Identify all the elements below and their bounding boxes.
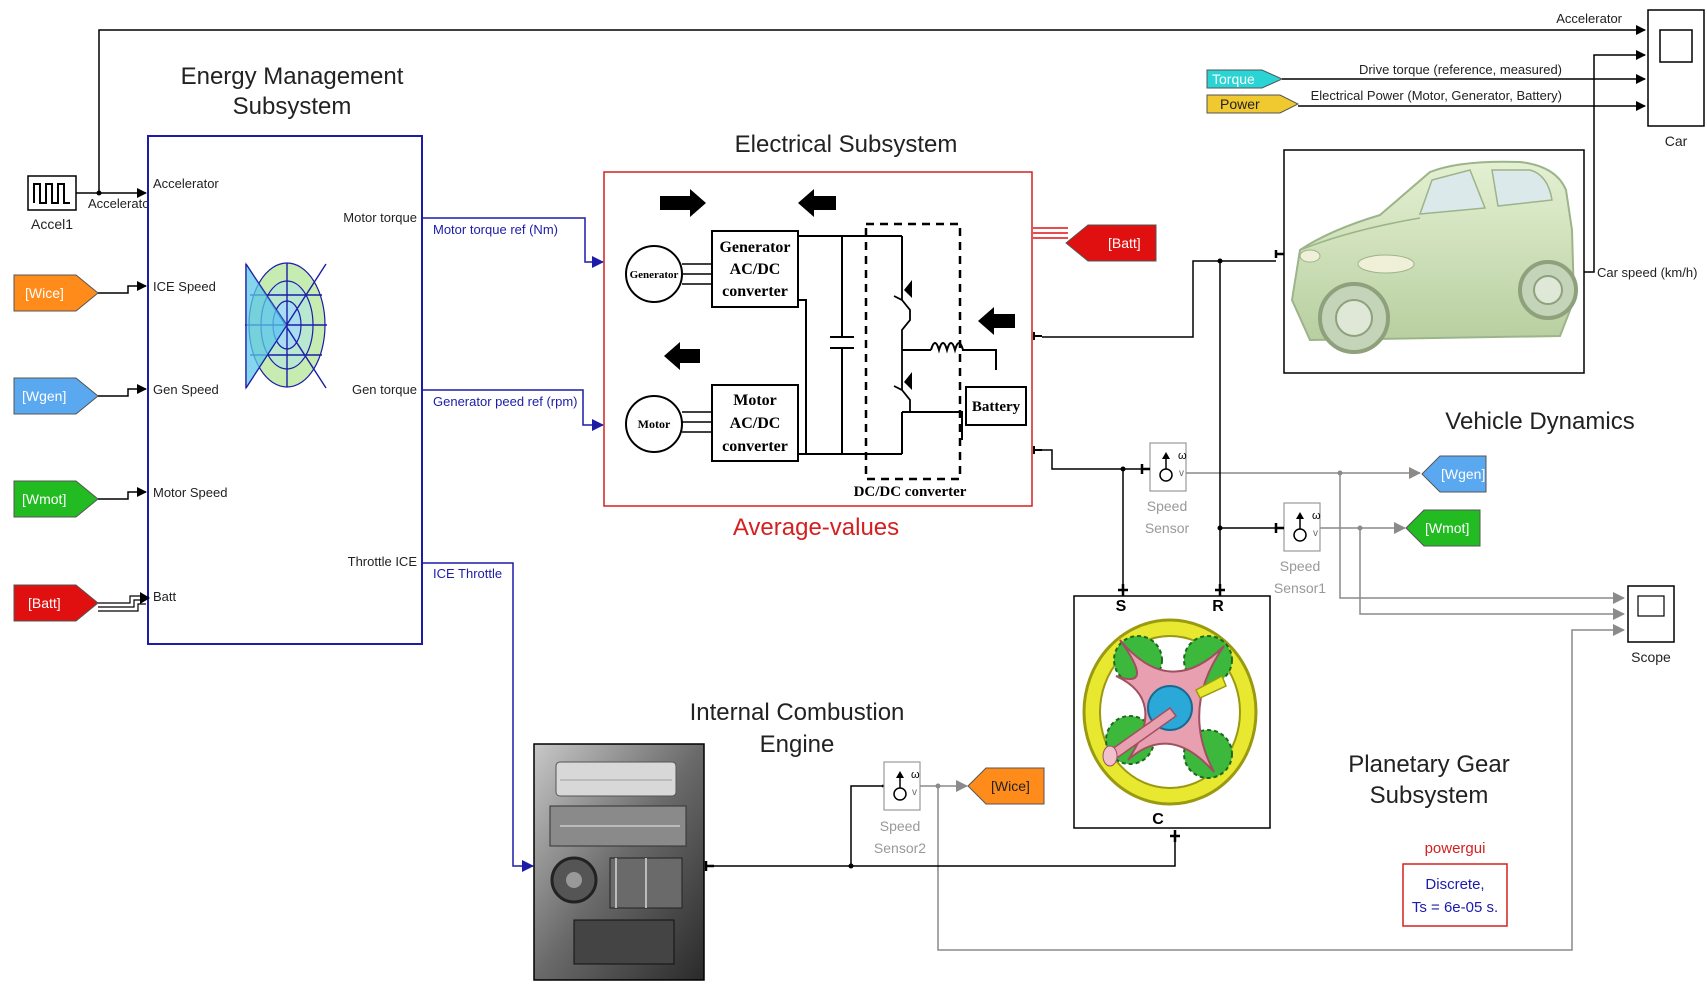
svg-text:converter: converter xyxy=(722,283,788,300)
average-values-label: Average-values xyxy=(733,514,899,541)
svg-text:[Wmot]: [Wmot] xyxy=(1425,520,1469,536)
from-tag-wmot[interactable]: [Wmot] xyxy=(14,481,98,517)
gen-shaft-wire xyxy=(1042,450,1142,590)
port-c-label: C xyxy=(1152,811,1164,828)
svg-text:Motor: Motor xyxy=(733,392,777,409)
car-speed-wire xyxy=(1584,55,1645,272)
car-speed-label: Car speed (km/h) xyxy=(1597,265,1697,280)
vehicle-dynamics-title: Vehicle Dynamics xyxy=(1445,408,1634,435)
from-tag-wice[interactable]: [Wice] xyxy=(14,275,98,311)
goto-tag-wgen[interactable]: [Wgen] xyxy=(1422,456,1486,492)
batt-bus-out xyxy=(1033,228,1068,238)
generator-speed-ref-label: Generator peed ref (rpm) xyxy=(433,394,578,409)
em-input-batt: Batt xyxy=(153,589,177,604)
electrical-power-label: Electrical Power (Motor, Generator, Batt… xyxy=(1311,88,1562,103)
drive-torque-label: Drive torque (reference, measured) xyxy=(1359,62,1562,77)
electrical-title: Electrical Subsystem xyxy=(735,131,958,158)
goto-tag-wice[interactable]: [Wice] xyxy=(968,768,1044,804)
speed-sensor-block[interactable]: ω v xyxy=(1150,443,1187,491)
from-tag-torque[interactable]: Torque xyxy=(1207,70,1282,88)
svg-text:converter: converter xyxy=(722,438,788,455)
speed-sensor1-label-2: Sensor1 xyxy=(1274,580,1326,596)
em-output-throttle-ice: Throttle ICE xyxy=(348,554,418,569)
speed-sensor2-label-1: Speed xyxy=(880,818,920,834)
scope-wire-2 xyxy=(1360,528,1624,614)
ice-engine-block[interactable] xyxy=(534,744,704,980)
mech-shaft-wire xyxy=(1042,261,1276,410)
svg-text:[Wgen]: [Wgen] xyxy=(1441,466,1485,482)
car-scope-label: Car xyxy=(1665,133,1688,149)
svg-text:Generator: Generator xyxy=(719,239,790,256)
svg-text:ω: ω xyxy=(911,769,920,781)
em-input-gen-speed: Gen Speed xyxy=(153,382,219,397)
svg-text:Motor: Motor xyxy=(638,417,671,431)
port-s-label: S xyxy=(1116,598,1127,615)
svg-text:v: v xyxy=(912,787,917,798)
energy-management-title-2: Subsystem xyxy=(233,93,352,120)
svg-text:[Batt]: [Batt] xyxy=(28,595,61,611)
em-input-ice-speed: ICE Speed xyxy=(153,279,216,294)
planetary-gear-image xyxy=(1084,620,1256,804)
planetary-title-1: Planetary Gear xyxy=(1348,751,1509,778)
svg-text:[Wmot]: [Wmot] xyxy=(22,491,66,507)
scope-label: Scope xyxy=(1631,649,1671,665)
energy-management-title-1: Energy Management xyxy=(181,63,404,90)
svg-text:Power: Power xyxy=(1220,96,1260,112)
svg-text:Torque: Torque xyxy=(1212,71,1255,87)
motor-torque-ref-label: Motor torque ref (Nm) xyxy=(433,222,558,237)
svg-text:ω: ω xyxy=(1178,450,1187,462)
car-scope-block[interactable] xyxy=(1648,10,1704,126)
svg-text:AC/DC: AC/DC xyxy=(730,415,781,432)
ice-title-2: Engine xyxy=(760,731,835,758)
ice-title-1: Internal Combustion xyxy=(690,699,905,726)
port-r-label: R xyxy=(1212,598,1224,615)
electrical-subsystem-block[interactable] xyxy=(604,172,1032,506)
svg-text:DC/DC converter: DC/DC converter xyxy=(854,484,967,500)
goto-tag-batt[interactable]: [Batt] xyxy=(1066,225,1156,261)
accel1-pulse-block[interactable] xyxy=(28,176,76,210)
svg-text:[Batt]: [Batt] xyxy=(1108,235,1141,251)
speed-sensor2-label-2: Sensor2 xyxy=(874,840,926,856)
svg-text:Discrete,: Discrete, xyxy=(1425,876,1484,893)
em-input-motor-speed: Motor Speed xyxy=(153,485,227,500)
svg-text:[Wgen]: [Wgen] xyxy=(22,388,66,404)
speed-sensor-label-1: Speed xyxy=(1147,498,1187,514)
ice-throttle-wire xyxy=(423,563,533,866)
svg-text:ω: ω xyxy=(1312,510,1321,522)
svg-text:[Wice]: [Wice] xyxy=(25,285,64,301)
speed-sensor1-label-1: Speed xyxy=(1280,558,1320,574)
from-tag-wgen[interactable]: [Wgen] xyxy=(14,378,98,414)
from-tag-batt[interactable]: [Batt] xyxy=(14,585,98,621)
powergui-label: powergui xyxy=(1425,840,1486,857)
accelerator-top-label: Accelerator xyxy=(1556,11,1622,26)
speed-sensor1-block[interactable]: ω v xyxy=(1284,503,1321,551)
planetary-title-2: Subsystem xyxy=(1370,782,1489,809)
svg-text:Generator: Generator xyxy=(630,269,679,281)
svg-text:[Wice]: [Wice] xyxy=(991,778,1030,794)
goto-tag-wmot[interactable]: [Wmot] xyxy=(1406,510,1480,546)
em-output-motor-torque: Motor torque xyxy=(343,210,417,225)
scope-block[interactable] xyxy=(1628,586,1674,642)
accelerator-signal-label: Accelerator xyxy=(88,196,154,211)
svg-text:AC/DC: AC/DC xyxy=(730,261,781,278)
em-output-gen-torque: Gen torque xyxy=(352,382,417,397)
svg-text:v: v xyxy=(1179,468,1184,479)
svg-text:Battery: Battery xyxy=(972,399,1021,415)
em-input-accelerator: Accelerator xyxy=(153,176,219,191)
svg-text:Ts = 6e-05 s.: Ts = 6e-05 s. xyxy=(1412,899,1498,916)
control-logic-icon xyxy=(245,263,327,388)
accel1-label: Accel1 xyxy=(31,216,73,232)
speed-sensor2-block[interactable]: ω v xyxy=(884,762,920,810)
from-tag-power[interactable]: Power xyxy=(1207,95,1298,113)
batt-bus-wire xyxy=(98,596,146,611)
svg-text:v: v xyxy=(1313,528,1318,539)
speed-sensor-label-2: Sensor xyxy=(1145,520,1190,536)
ice-throttle-label: ICE Throttle xyxy=(433,566,502,581)
powergui-block[interactable]: Discrete, Ts = 6e-05 s. xyxy=(1403,864,1507,926)
